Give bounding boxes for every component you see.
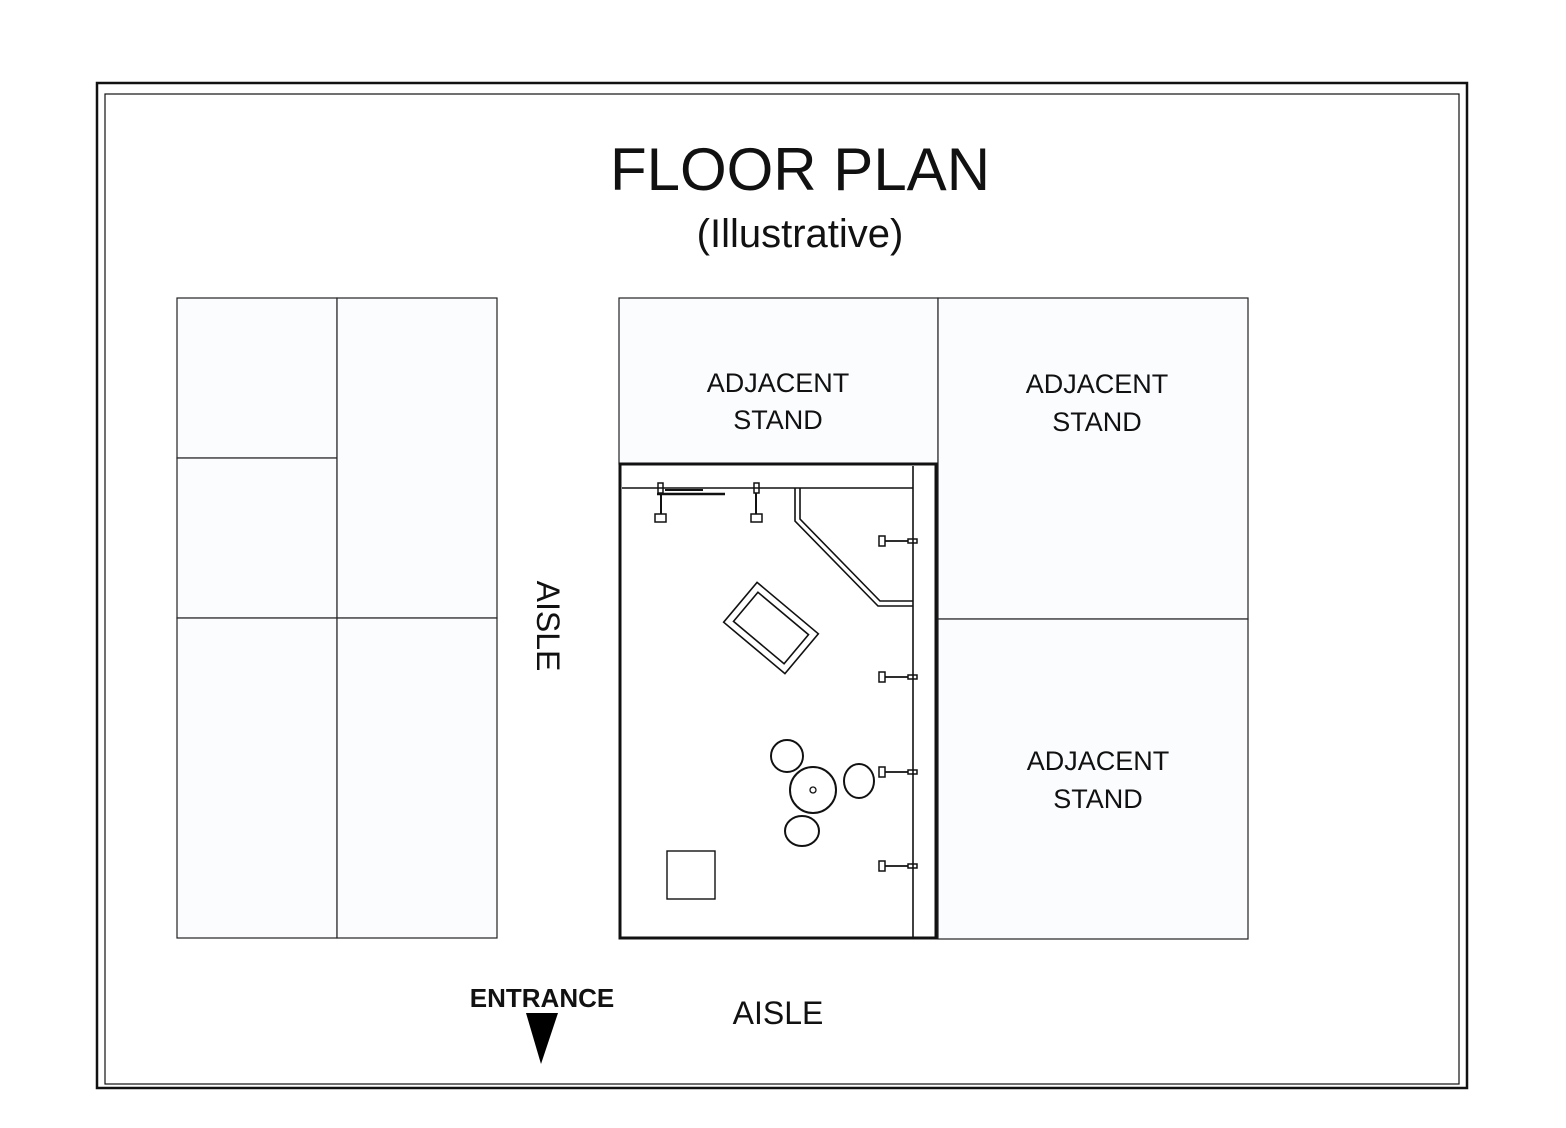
adjacent-stand-label: STAND: [733, 405, 823, 435]
angled-counter: [794, 488, 913, 607]
adjacent-stand-top: [618, 297, 939, 465]
outer-frame: [95, 81, 1469, 1090]
booth-layout: [618, 462, 938, 940]
wall-light-icon: [878, 671, 918, 683]
stand-cell: [176, 297, 338, 459]
entrance-arrow-icon: [526, 1013, 558, 1064]
adjacent-stand-label: ADJACENT: [707, 368, 850, 398]
adjacent-stand-label: ADJACENT: [1026, 369, 1169, 399]
aisle-label-vertical: AISLE: [530, 581, 566, 672]
angled-counter-inner: [799, 488, 913, 602]
adjacent-stand-right-bottom: [937, 618, 1249, 940]
subtitle: (Illustrative): [697, 212, 904, 256]
wall-light-icon: [878, 535, 918, 547]
entrance-label: ENTRANCE: [470, 983, 614, 1013]
wall-light-icon: [878, 766, 918, 778]
stand-cell: [336, 617, 498, 939]
storage-box: [666, 850, 716, 900]
chair: [843, 763, 875, 799]
stand-cell: [336, 297, 498, 619]
adjacent-stand-right-top: [937, 297, 1249, 620]
adjacent-stand-label: STAND: [1053, 784, 1143, 814]
booth-outline: [618, 462, 938, 940]
round-table: [789, 766, 837, 814]
chair: [784, 815, 820, 847]
spotlight-icon: [654, 482, 725, 523]
spotlight-icon: [750, 482, 763, 523]
inner-frame: [104, 93, 1460, 1085]
stand-cell: [176, 457, 338, 619]
wall-light-icon: [878, 860, 918, 872]
stand-cell: [176, 617, 338, 939]
aisle-label-horizontal: AISLE: [733, 995, 824, 1031]
table-center: [809, 786, 817, 794]
display-table: [722, 581, 820, 675]
adjacent-stand-label: ADJACENT: [1027, 746, 1170, 776]
left-stand-block: [176, 297, 498, 939]
adjacent-stand-label: STAND: [1052, 407, 1142, 437]
chair: [770, 739, 804, 773]
title: FLOOR PLAN: [610, 136, 990, 203]
